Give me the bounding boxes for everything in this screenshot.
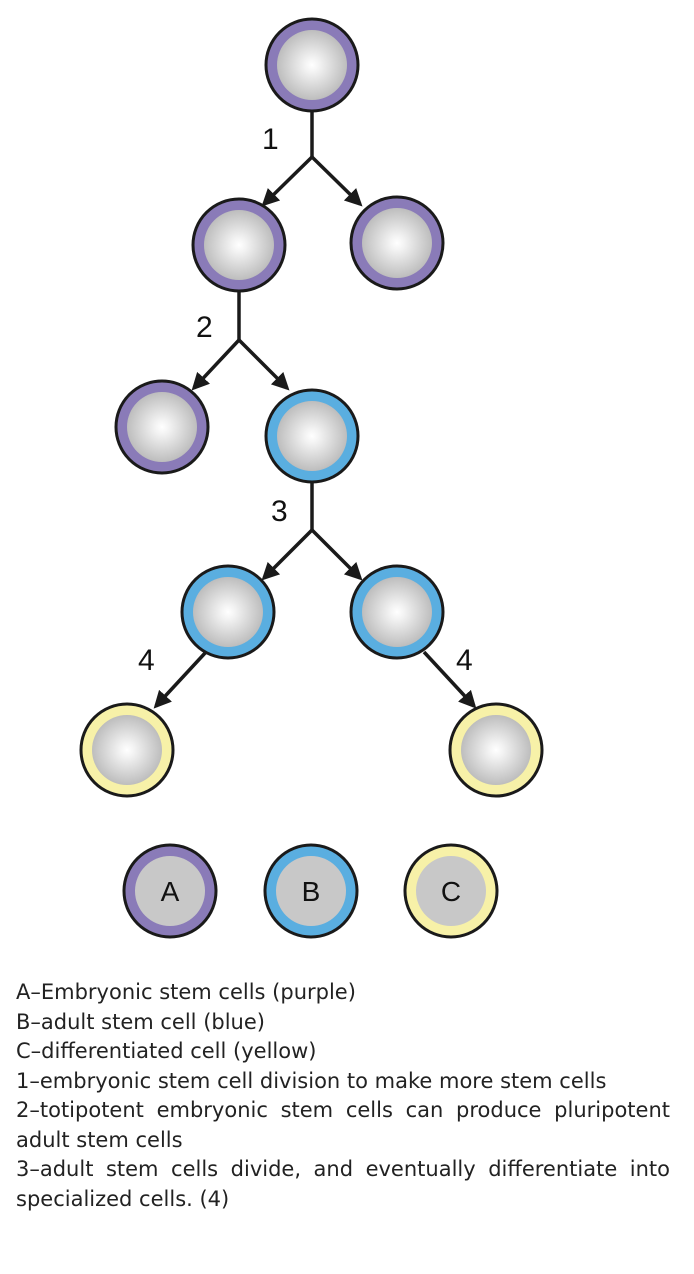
stem-cell-diagram: 1 2 3 4 4 A B C bbox=[79, 17, 544, 939]
step-label-3: 3 bbox=[271, 495, 288, 528]
arrow-4-left bbox=[153, 650, 208, 709]
legend-item-a: A bbox=[122, 843, 218, 939]
caption-line-2: 2–totipotent embryonic stem cells can pr… bbox=[16, 1098, 670, 1152]
cell-row5-right-yellow bbox=[448, 702, 544, 798]
caption-line-b: B–adult stem cell (blue) bbox=[16, 1009, 265, 1034]
legend-item-c: C bbox=[403, 843, 499, 939]
caption-line-3: 3–adult stem cells divide, and eventuall… bbox=[16, 1157, 670, 1211]
caption: A–Embryonic stem cells (purple) B–adult … bbox=[16, 978, 670, 1214]
arrow-2-right bbox=[237, 338, 290, 391]
arrow-3-left bbox=[261, 528, 314, 581]
arrow-2-left bbox=[191, 338, 241, 391]
cell-row4-right-blue bbox=[349, 564, 445, 660]
arrow-1-left bbox=[261, 155, 314, 207]
step-label-2: 2 bbox=[196, 311, 213, 344]
caption-line-c: C–differentiated cell (yellow) bbox=[16, 1039, 317, 1063]
arrow-4-right bbox=[422, 650, 477, 709]
arrow-3-right bbox=[310, 528, 363, 581]
arrow-1-right bbox=[310, 155, 363, 207]
legend-letter-c: C bbox=[441, 876, 461, 907]
legend: A B C bbox=[122, 843, 499, 939]
caption-line-a: A–Embryonic stem cells (purple) bbox=[16, 980, 356, 1004]
cell-row2-right-purple bbox=[349, 195, 445, 291]
step-label-1: 1 bbox=[262, 123, 279, 156]
cell-row5-left-yellow bbox=[79, 702, 175, 798]
legend-letter-b: B bbox=[302, 876, 321, 907]
lineage-arrows bbox=[153, 112, 477, 709]
caption-line-1: 1–embryonic stem cell division to make m… bbox=[16, 1068, 607, 1093]
cell-row3-right-blue bbox=[264, 388, 360, 484]
legend-letter-a: A bbox=[161, 876, 180, 907]
cell-row4-left-blue bbox=[180, 564, 276, 660]
step-label-4-right: 4 bbox=[456, 644, 473, 677]
cell-row2-left-purple bbox=[191, 197, 287, 293]
step-label-4-left: 4 bbox=[138, 644, 155, 677]
cell-top-purple bbox=[264, 17, 360, 113]
cell-row3-left-purple bbox=[114, 379, 210, 475]
legend-item-b: B bbox=[263, 843, 359, 939]
